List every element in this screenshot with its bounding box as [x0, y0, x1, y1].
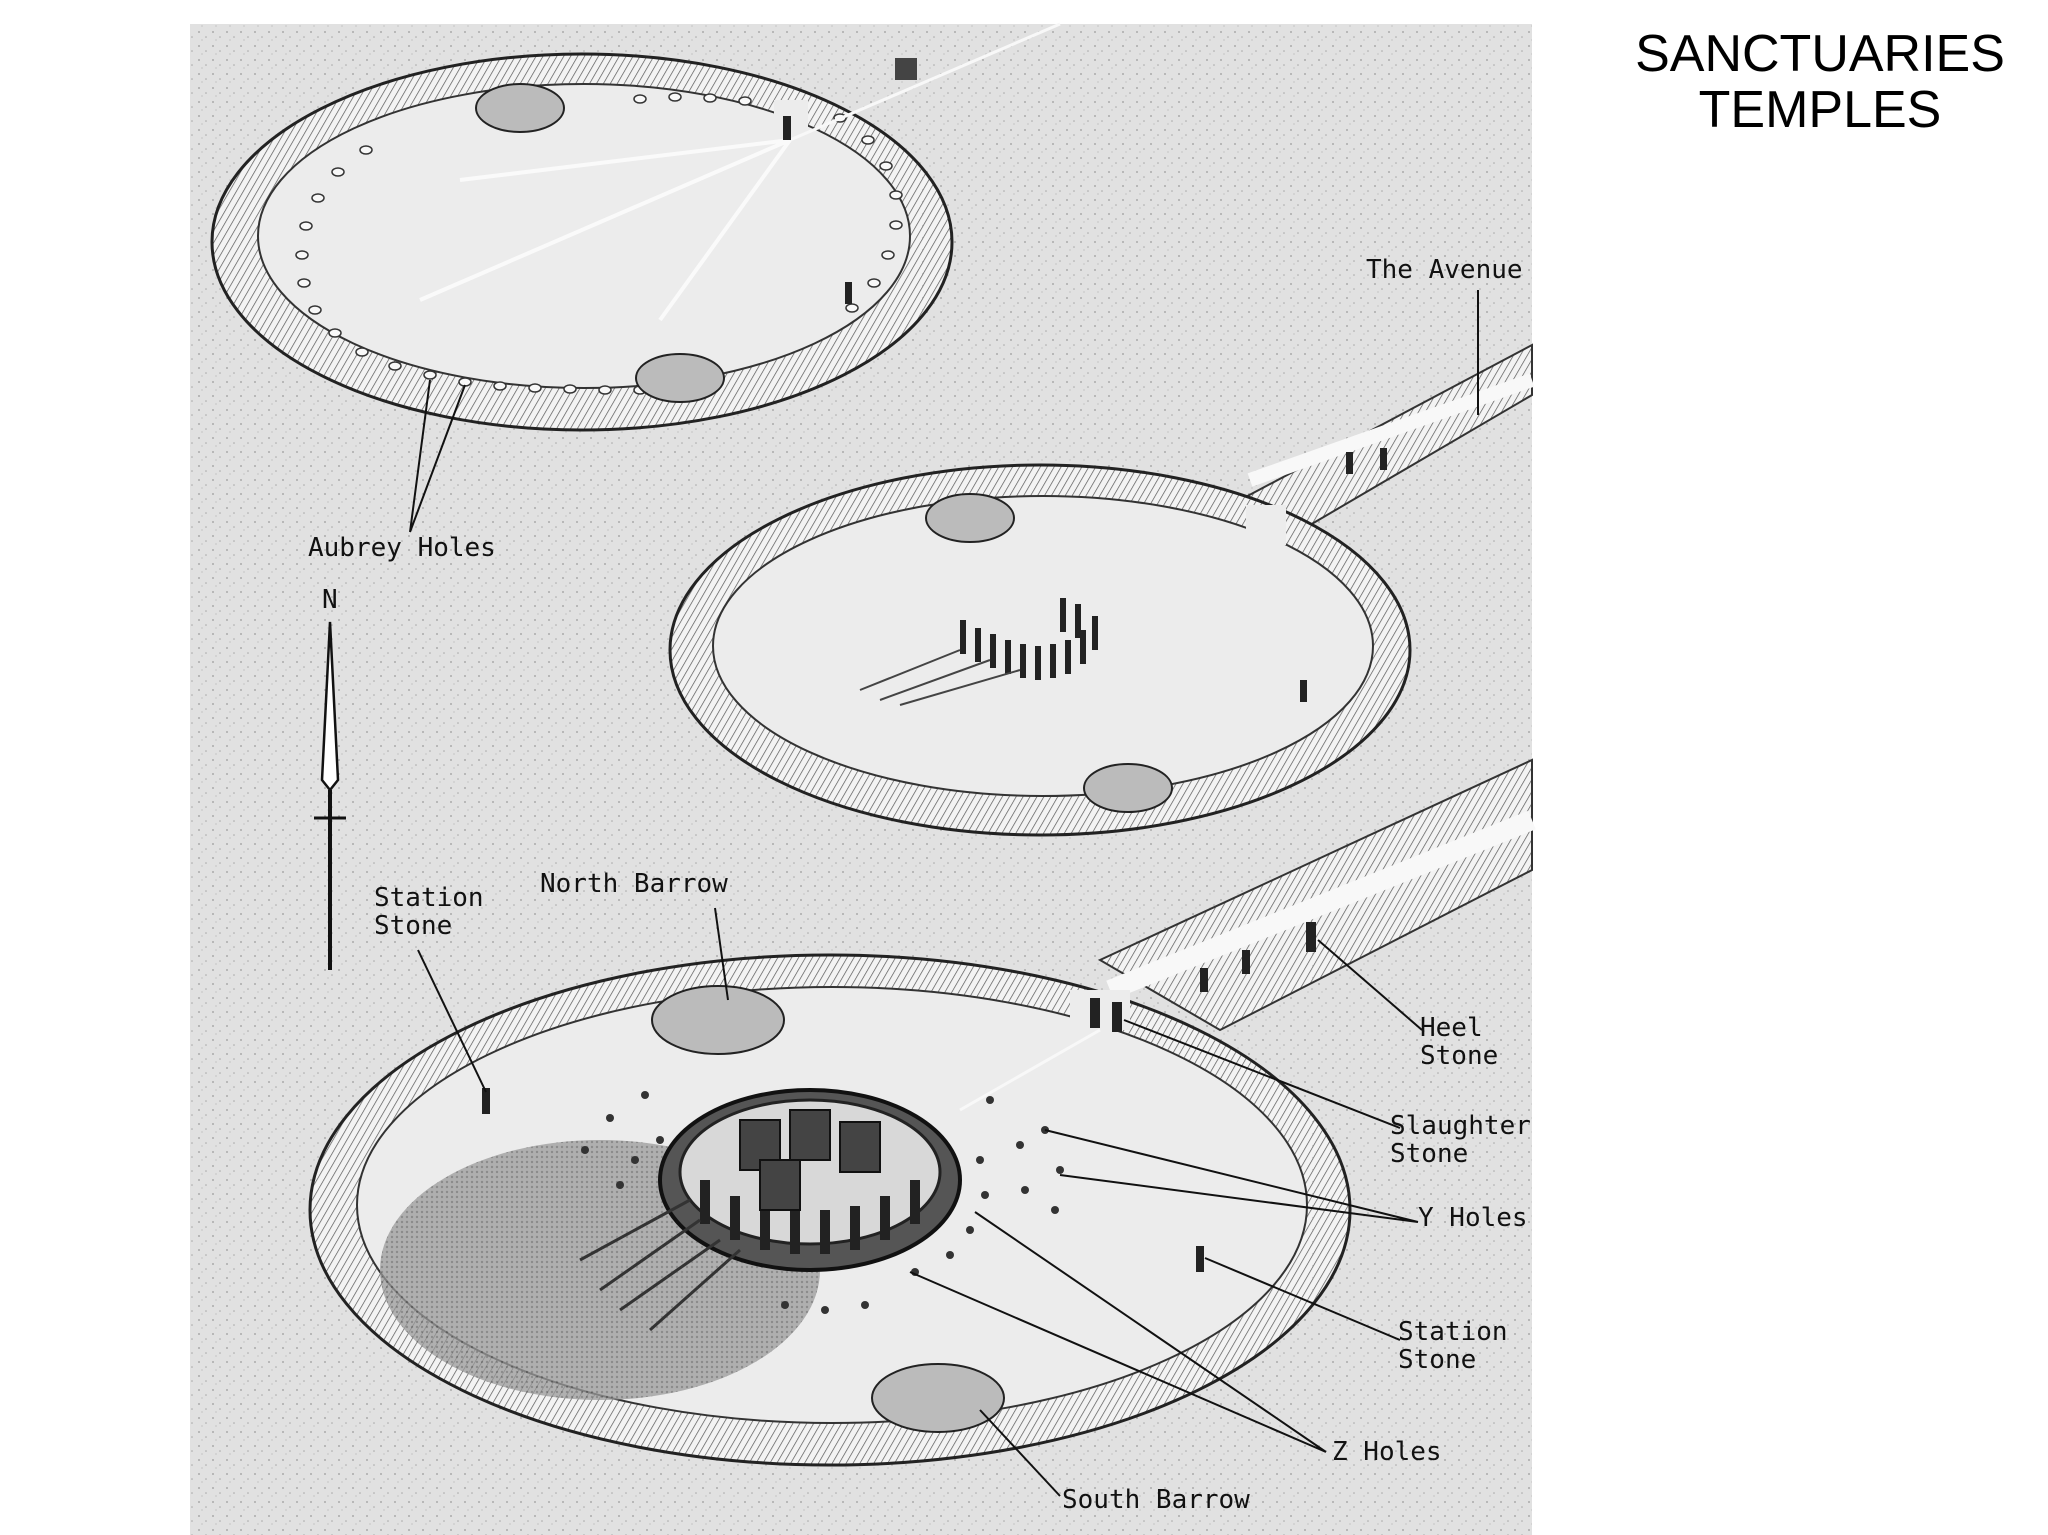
entrance-stone	[783, 116, 791, 140]
title-line-sanctuaries: SANCTUARIES	[1635, 25, 2005, 83]
barrow-north	[475, 83, 565, 133]
entrance-gap	[1246, 505, 1286, 545]
avenue-stone	[1242, 950, 1250, 974]
label-the-avenue: The Avenue	[1366, 255, 1523, 285]
slide-title: SANCTUARIES TEMPLES	[1590, 26, 2048, 138]
label-aubrey-holes: Aubrey Holes	[308, 533, 496, 563]
label-heel-stone-line1: Heel	[1420, 1013, 1483, 1043]
avenue-middle-lane	[1247, 373, 1535, 487]
label-station-stone-2-line1: Station	[1398, 1317, 1508, 1347]
label-z-holes: Z Holes	[1332, 1437, 1442, 1467]
label-slaughter-stone-line2: Stone	[1390, 1139, 1468, 1169]
slaughter-stone-marker	[1090, 998, 1100, 1028]
barrow-south	[1083, 763, 1173, 813]
side-stone	[1300, 680, 1307, 702]
avenue-bottom	[1097, 758, 1533, 1032]
slaughter-stone-marker	[1112, 1002, 1122, 1032]
bluestone-arc	[960, 598, 1098, 680]
label-station-stone-1-line2: Stone	[374, 911, 452, 941]
north-arrow: N	[314, 585, 346, 970]
bluestone-shadows	[859, 649, 1021, 706]
sightlines	[419, 138, 792, 322]
barrow-south	[871, 1363, 1005, 1433]
avenue-stone	[1200, 968, 1208, 992]
leader-lines	[409, 290, 1479, 1497]
avenue-stone	[1380, 448, 1387, 470]
heel-stone-marker	[1306, 922, 1316, 952]
diagram-labels: Aubrey Holes The Avenue Station Stone No…	[308, 255, 1531, 1515]
station-stone-marker	[1196, 1246, 1204, 1272]
label-north-barrow: North Barrow	[540, 869, 728, 899]
enclosure-phase-3	[308, 758, 1536, 1467]
label-slaughter-stone-line1: Slaughter	[1390, 1111, 1531, 1141]
avenue-stone	[1346, 452, 1353, 474]
z-holes-ring	[616, 1136, 989, 1276]
sarsen-circle	[658, 1088, 962, 1272]
trilithons	[739, 1109, 881, 1211]
station-stone-marker	[482, 1088, 490, 1114]
label-station-stone-1-line1: Station	[374, 883, 484, 913]
label-station-stone-2-line2: Stone	[1398, 1345, 1476, 1375]
sarsen-shadows	[579, 1198, 741, 1332]
avenue-bottom-lane	[1106, 810, 1536, 1000]
approach-line	[959, 1028, 1101, 1112]
y-holes-ring	[581, 1091, 1064, 1314]
far-stone	[895, 58, 917, 80]
label-south-barrow: South Barrow	[1062, 1485, 1250, 1515]
barrow-north	[925, 493, 1015, 543]
side-stone	[845, 282, 852, 304]
north-arrow-label: N	[322, 585, 338, 615]
barrow-north	[651, 985, 785, 1055]
label-y-holes: Y Holes	[1418, 1203, 1528, 1233]
bank-inner	[712, 495, 1374, 797]
approach-line	[789, 22, 1061, 142]
label-heel-stone-line2: Stone	[1420, 1041, 1498, 1071]
title-line-temples: TEMPLES	[1698, 81, 1942, 139]
enclosure-phase-2	[668, 343, 1535, 837]
enclosure-phase-1	[210, 22, 1061, 432]
aubrey-holes	[295, 92, 903, 395]
barrow-south	[635, 353, 725, 403]
